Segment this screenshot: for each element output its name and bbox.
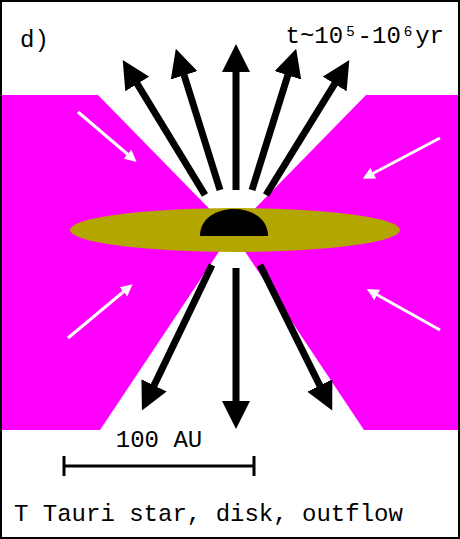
time-label: t~10⁵-10⁶yr [286,24,444,50]
star [200,209,268,236]
caption: T Tauri star, disk, outflow [14,502,403,528]
scale-bar [64,456,254,476]
disk [70,208,400,252]
envelope-left [2,95,232,430]
infall-arrows [68,112,440,338]
scale-label: 100 AU [116,428,202,454]
panel-label: d) [20,28,49,54]
